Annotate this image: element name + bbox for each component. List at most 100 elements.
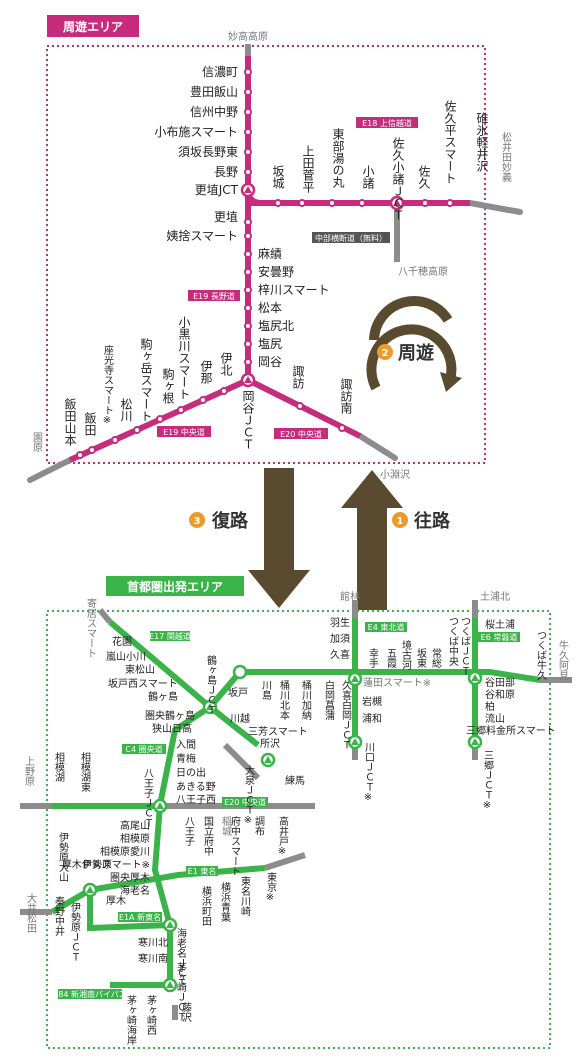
station-label: 羽生 — [330, 616, 350, 629]
station-label: 常総 — [430, 647, 442, 668]
station-label: 鶴ヶ島ＪＣＴ — [205, 654, 217, 715]
station-label: 日の出 — [176, 766, 206, 779]
matsuida-label: 松井田妙義 — [500, 131, 512, 182]
station-label: 小布施スマート — [154, 125, 238, 139]
station-label: 東名川崎 — [239, 875, 251, 916]
tsuchiura-label: 土浦北 — [480, 590, 510, 603]
station-label: 坂戸西スマート — [108, 678, 178, 690]
yorii-label: 寄居スマート — [85, 597, 97, 658]
station-label: 飯田山本 — [63, 397, 77, 447]
station-label: 諏訪 — [291, 364, 305, 389]
ueno-label: 上野原 — [23, 756, 35, 786]
station-label: 駒ヶ岳スマート — [139, 338, 153, 422]
metro-area-tab — [106, 576, 244, 596]
station-label: 鶴ヶ島 — [148, 690, 178, 703]
loop-label: 周遊 — [398, 342, 434, 364]
e19c-label: E19 中央道 — [163, 427, 205, 437]
ushiku-label: 牛久阿見 — [557, 639, 569, 681]
usui-label: 碓氷軽井沢 — [475, 111, 489, 173]
e4-label: E4 東北道 — [368, 622, 405, 632]
station-label: 佐久平スマート — [443, 100, 457, 184]
station-label: 岡谷ＪＣＴ — [241, 390, 255, 450]
station-label: 東部湯の丸 — [331, 128, 345, 189]
station-label: 三芳スマート — [248, 725, 308, 738]
station-label: 大泉ＪＣＴ※ — [243, 764, 255, 826]
e18-label: E18 上信越道 — [362, 118, 412, 128]
e19n-label: E19 長野道 — [193, 291, 235, 301]
station-label: 豊田飯山 — [190, 84, 238, 99]
kobuchizawa-label: 小淵沢 — [380, 468, 410, 481]
station-label: 小諸 — [361, 165, 375, 189]
station-label: 流山 — [485, 712, 505, 725]
metro-area: 首都圏出発エリア — [20, 576, 572, 1049]
station-label: 上田菅平 — [301, 145, 315, 193]
station-label: 信州中野 — [190, 104, 238, 119]
station-label: 川口ＪＣＴ※ — [363, 742, 375, 803]
station-label: 長野 — [214, 165, 238, 179]
station-label: 圏央厚木 — [110, 871, 150, 884]
station-label: あきる野 — [176, 781, 216, 793]
station-label: 谷和原 — [485, 689, 515, 701]
station-label: 茅ヶ崎ＪＣＴ — [175, 962, 187, 1022]
station-label: 東松山 — [125, 663, 155, 676]
shuyu-area: 周遊エリア — [27, 15, 523, 483]
chubu-label: 中部横断道（無料） — [315, 233, 387, 243]
e20s-label: E20 中央道 — [280, 429, 322, 439]
station-label: つくば牛久 — [535, 630, 547, 681]
station-label: 相模湖 — [53, 751, 65, 783]
station-label: 伊勢原ＪＣＴ — [69, 902, 81, 962]
station-label: 須坂長野東 — [178, 145, 238, 159]
station-label: つくばＪＣＴ — [459, 616, 471, 676]
station-label: 谷田部 — [485, 676, 515, 689]
station-label: 飯田 — [83, 411, 97, 436]
metro-area-title: 首都圏出発エリア — [127, 579, 223, 594]
station-label: 府中スマート — [229, 815, 241, 876]
loop-indicator: 2 周遊 — [366, 296, 462, 392]
station-label: 寒川北 — [138, 936, 168, 949]
shuyu-area-title: 周遊エリア — [63, 19, 123, 34]
station-label: 浦和 — [362, 712, 382, 725]
station-label: 桜土浦 — [485, 618, 515, 631]
station-label: 境古河 — [400, 639, 412, 670]
station-label: 狭山日高 — [152, 722, 192, 735]
station-label: 塩尻北 — [258, 318, 294, 333]
station-label: 駒ヶ根 — [161, 368, 175, 404]
station-label: 調布 — [253, 815, 265, 837]
sonohara-label: 園原 — [31, 432, 43, 452]
loop-num: 2 — [382, 348, 389, 359]
station-label: 坂東 — [415, 648, 427, 669]
station-label: 相模原愛川 — [100, 845, 150, 858]
station-label: 加須 — [330, 633, 350, 645]
station-label: 伊勢原大山 — [57, 832, 69, 882]
c4-label: C4 圏央道 — [125, 744, 162, 754]
shuyu-area-border — [46, 45, 486, 464]
station-label: 塩尻 — [258, 336, 282, 351]
station-label: 姨捨スマート — [166, 228, 238, 243]
station-label: 高井戸※ — [277, 815, 289, 857]
e17-label: E17 関越道 — [149, 631, 191, 641]
station-label: 岩槻 — [362, 695, 382, 708]
station-label: 東京※ — [265, 871, 277, 903]
station-label: 更埴 — [214, 209, 238, 224]
station-label: 嵐山小川 — [106, 651, 146, 663]
station-label: 八王子ＪＣＴ — [142, 768, 154, 828]
metro-area-border — [46, 610, 551, 1049]
station-label: 更埴JCT — [195, 182, 239, 197]
station-label: 青梅 — [176, 752, 196, 765]
station-label: 柏 — [485, 700, 495, 713]
station-label: 白岡菖蒲 — [323, 679, 335, 720]
station-label: 入間 — [176, 739, 196, 751]
station-label: 花園 — [112, 635, 132, 648]
return-arrow: 3 復路 — [189, 468, 310, 608]
station-label: 相模湖東 — [79, 751, 91, 793]
station-label: 五霞 — [385, 648, 397, 669]
station-label: 三郷料金所スマート — [466, 724, 556, 737]
station-label: 茅ヶ崎西 — [145, 995, 157, 1035]
station-label: 佐久小諸ＪＣＴ — [391, 137, 405, 221]
e6-label: E6 常磐道 — [481, 632, 518, 642]
station-label: 藤沢 — [180, 1002, 192, 1023]
station-label: 川島 — [260, 680, 272, 701]
station-label: 寒川南 — [138, 952, 168, 965]
station-label: 松本 — [258, 301, 282, 315]
